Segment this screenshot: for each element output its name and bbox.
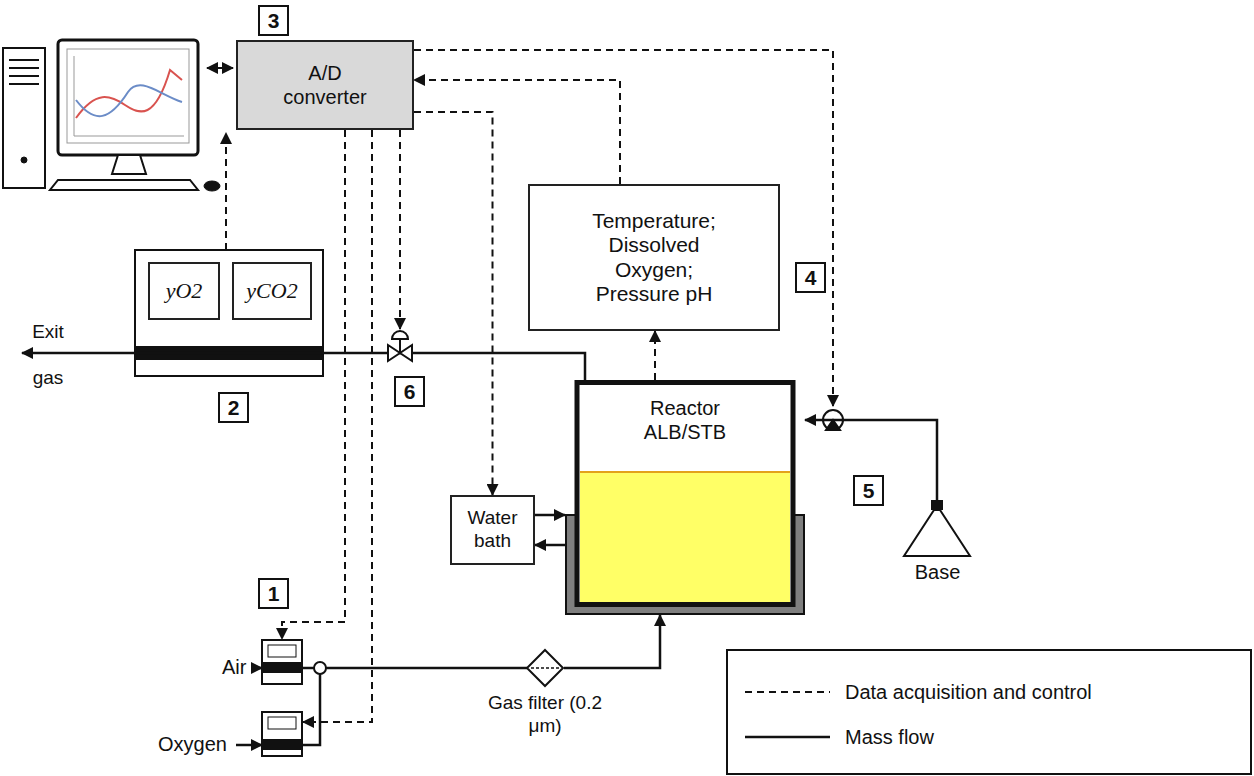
analyzer-display: yCO2: [232, 262, 312, 320]
flask-outline: [902, 500, 972, 560]
callout-number: 1: [258, 578, 289, 609]
signal-connector: [414, 112, 493, 495]
reactor-vessel: Reactor ALB/STB: [565, 380, 805, 615]
gas-line: [326, 667, 527, 670]
node-text: A/D converter: [275, 61, 375, 109]
flow-connector: [535, 544, 565, 547]
gas-analyzer: [135, 250, 323, 376]
gas-line: [302, 667, 314, 670]
flow-connector: [564, 615, 660, 668]
exit-gas-line: [22, 353, 585, 382]
callout-number: 3: [258, 5, 289, 36]
flow-label: Oxygen: [158, 732, 227, 756]
pump-signal: [414, 50, 833, 406]
sensor-box: Temperature; Dissolved Oxygen; Pressure …: [528, 184, 780, 331]
flow-label: Air: [222, 655, 246, 679]
gas-junction: [314, 662, 326, 674]
analyzer-signal: [225, 133, 227, 250]
oxygen-inlet: [236, 744, 262, 747]
legend-text: Data acquisition and control: [845, 680, 1092, 704]
gas-filter: Gas filter (0.2 μm): [470, 648, 620, 763]
node-text: Gas filter (0.2 μm): [470, 692, 620, 738]
converter-box: A/D converter: [236, 40, 414, 130]
node-text: Temperature; Dissolved Oxygen; Pressure …: [579, 209, 729, 306]
flow-label: Exit gas: [24, 309, 72, 401]
control-valve: [388, 331, 412, 361]
flow-connector: [535, 514, 565, 517]
gas-line: [302, 674, 320, 745]
legend-sample: [745, 736, 830, 739]
mass-flow-controller: [262, 640, 302, 684]
legend-sample: [745, 691, 830, 693]
air-inlet: [256, 667, 262, 670]
filter-diamond: [525, 648, 565, 688]
mass-flow-controller: [262, 712, 302, 756]
valve-signal: [399, 130, 401, 329]
computer-icon: [3, 40, 220, 191]
callout-number: 6: [394, 376, 425, 407]
callout-number: 4: [795, 262, 826, 293]
signal-connector: [414, 80, 620, 184]
callout-number: 2: [218, 392, 249, 423]
analyzer-display: yO2: [148, 262, 220, 320]
signal-connector: [654, 331, 656, 380]
callout-number: 5: [853, 475, 884, 506]
node-text: yCO2: [246, 278, 297, 304]
node-text: yO2: [166, 278, 203, 304]
base-reservoir: Base: [890, 497, 985, 589]
legend-text: Mass flow: [845, 725, 934, 749]
node-text: Base: [890, 560, 985, 584]
mfc-signal: [282, 130, 345, 639]
water-bath: Water bath: [450, 495, 535, 565]
node-text: Water bath: [452, 507, 533, 553]
node-text: Reactor ALB/STB: [620, 396, 750, 444]
data-link: [207, 67, 233, 69]
mfc-signal: [303, 130, 372, 722]
legend-frame: [727, 650, 1251, 774]
